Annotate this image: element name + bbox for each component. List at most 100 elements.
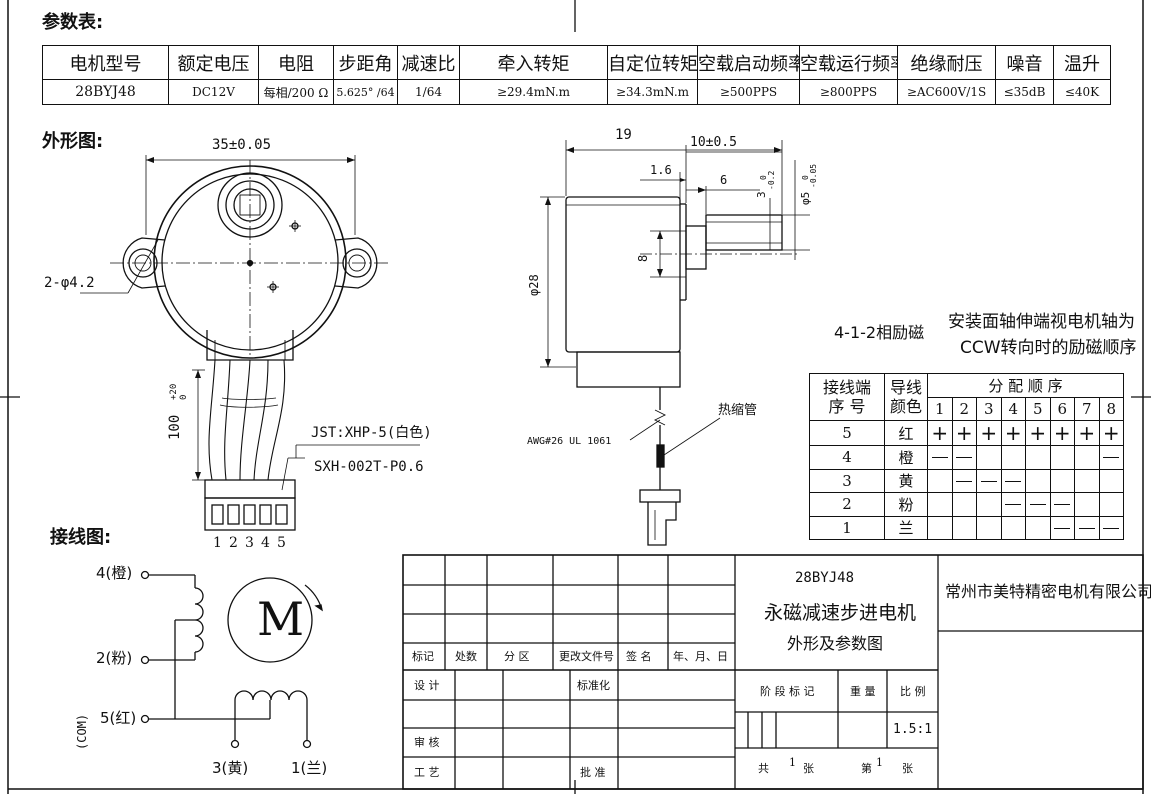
tb-sheet: 1: [876, 756, 883, 769]
sequence-cell: [1074, 515, 1100, 540]
dim-lead-tol-lower: 0: [179, 394, 189, 400]
rev-header: 标记: [412, 650, 434, 663]
tb-review: 审 核: [414, 736, 440, 749]
tb-total: 1: [789, 756, 796, 769]
dim-holes-label: 2-φ4.2: [44, 275, 95, 291]
sequence-cell: [1025, 492, 1051, 517]
sequence-cell: +: [1098, 420, 1124, 446]
tb-model: 28BYJ48: [795, 570, 855, 586]
excitation-header-row: 接线端 序 号 导线 颜色 分 配 顺 序: [809, 373, 1124, 421]
sequence-cell: [1000, 515, 1026, 540]
motor-front-view: [80, 155, 390, 361]
terminal-5-label: 5(红): [100, 709, 137, 727]
tb-standardize: 标准化: [577, 679, 610, 692]
sequence-cell: +: [1000, 420, 1026, 446]
rev-header: 年、月、日: [673, 650, 728, 663]
terminal-number: 4: [809, 445, 885, 470]
param-header: 自定位转矩: [607, 45, 698, 80]
tb-process: 工 艺: [414, 766, 440, 779]
wire-color: 黄: [884, 468, 928, 493]
terminal-header-line1: 接线端: [822, 377, 871, 397]
param-header: 牵入转矩: [459, 45, 608, 80]
dim-width-label: 35±0.05: [212, 137, 272, 153]
tb-weight: 重 量: [850, 685, 876, 698]
step-number: 2: [951, 396, 977, 421]
dim-5-tol-label: -0.05: [809, 163, 818, 188]
dim-28-label: φ28: [527, 274, 541, 296]
param-value: ≥29.4mN.m: [459, 79, 608, 105]
param-header: 噪音: [995, 45, 1054, 80]
param-header: 空载运行频率: [799, 45, 898, 80]
sequence-cell: +: [1074, 420, 1100, 446]
tb-company: 常州市美特精密电机有限公司: [945, 582, 1151, 601]
sequence-dash: [956, 457, 973, 459]
sequence-cell: [1074, 445, 1100, 470]
sequence-cell: +: [1049, 420, 1075, 446]
connector-jst-label: JST:XHP-5(白色): [311, 425, 432, 441]
pin-number: 1: [213, 535, 222, 551]
tb-stage: 阶 段 标 记: [760, 685, 815, 698]
param-header: 额定电压: [168, 45, 259, 80]
sequence-cell: [927, 492, 953, 517]
dim-19-label: 19: [615, 127, 632, 143]
sequence-dash: [1054, 504, 1071, 506]
param-value: 5.625° /64: [333, 79, 398, 105]
dim-3-label: 3: [755, 191, 768, 198]
dim-5-tol-upper-label: 0: [801, 175, 810, 180]
outline-title: 外形图:: [42, 131, 104, 152]
tb-design: 设 计: [414, 679, 440, 692]
step-number: 1: [927, 396, 953, 421]
sequence-cell: [1074, 492, 1100, 517]
pin-number: 4: [261, 535, 270, 551]
terminal-number: 1: [809, 515, 885, 540]
param-value: 28BYJ48: [42, 79, 169, 105]
sequence-dash: [1103, 527, 1120, 529]
connector-sxh-label: SXH-002T-P0.6: [314, 459, 424, 475]
param-value: ≥34.3mN.m: [607, 79, 698, 105]
wire-color: 兰: [884, 515, 928, 540]
sequence-cell: [1098, 445, 1124, 470]
rev-header: 签 名: [626, 650, 652, 663]
sequence-cell: [951, 515, 977, 540]
tb-total-prefix: 共: [758, 762, 769, 775]
sequence-dash: [1054, 527, 1071, 529]
terminal-header: 接线端 序 号: [809, 373, 885, 421]
tb-subtitle: 外形及参数图: [787, 634, 884, 653]
sequence-cell: [927, 515, 953, 540]
com-label: (COM): [75, 713, 89, 750]
color-header: 导线 颜色: [884, 373, 928, 421]
title-block-frame: [402, 554, 1144, 790]
sequence-cell: [1049, 445, 1075, 470]
dim-lead-label: 100: [167, 414, 183, 440]
excitation-steps-row: 1 2 3 4 5 6 7 8: [810, 396, 1124, 421]
motor-side-view: [540, 140, 810, 546]
terminal-4-label: 4(橙): [96, 564, 133, 582]
sequence-cell: +: [951, 420, 977, 446]
param-header: 温升: [1053, 45, 1111, 80]
step-number: 5: [1025, 396, 1051, 421]
sequence-header: 分 配 顺 序: [927, 373, 1124, 398]
wiring-title: 接线图:: [50, 527, 112, 548]
sequence-cell: [1098, 468, 1124, 493]
dim-10-label: 10±0.5: [690, 135, 737, 150]
rev-header: 分 区: [504, 650, 530, 663]
sequence-cell: +: [976, 420, 1002, 446]
step-number: 8: [1098, 396, 1124, 421]
param-value: ≥800PPS: [799, 79, 898, 105]
sequence-cell: [1000, 468, 1026, 493]
terminal-3-label: 3(黄): [212, 759, 249, 777]
tb-scale: 1.5:1: [893, 722, 933, 737]
sequence-cell: [1098, 515, 1124, 540]
sequence-dash: [1029, 504, 1046, 506]
sequence-cell: +: [927, 420, 953, 446]
param-value: ≤35dB: [995, 79, 1054, 105]
sequence-dash: [956, 480, 973, 482]
param-header: 空载启动频率: [697, 45, 800, 80]
terminal-number: 5: [809, 420, 885, 446]
sequence-cell: [1098, 492, 1124, 517]
params-header-row: 电机型号 额定电压 电阻 步距角 减速比 牵入转矩 自定位转矩 空载启动频率 空…: [42, 45, 1111, 80]
sequence-cell: [1025, 468, 1051, 493]
motor-symbol: M: [257, 592, 305, 646]
